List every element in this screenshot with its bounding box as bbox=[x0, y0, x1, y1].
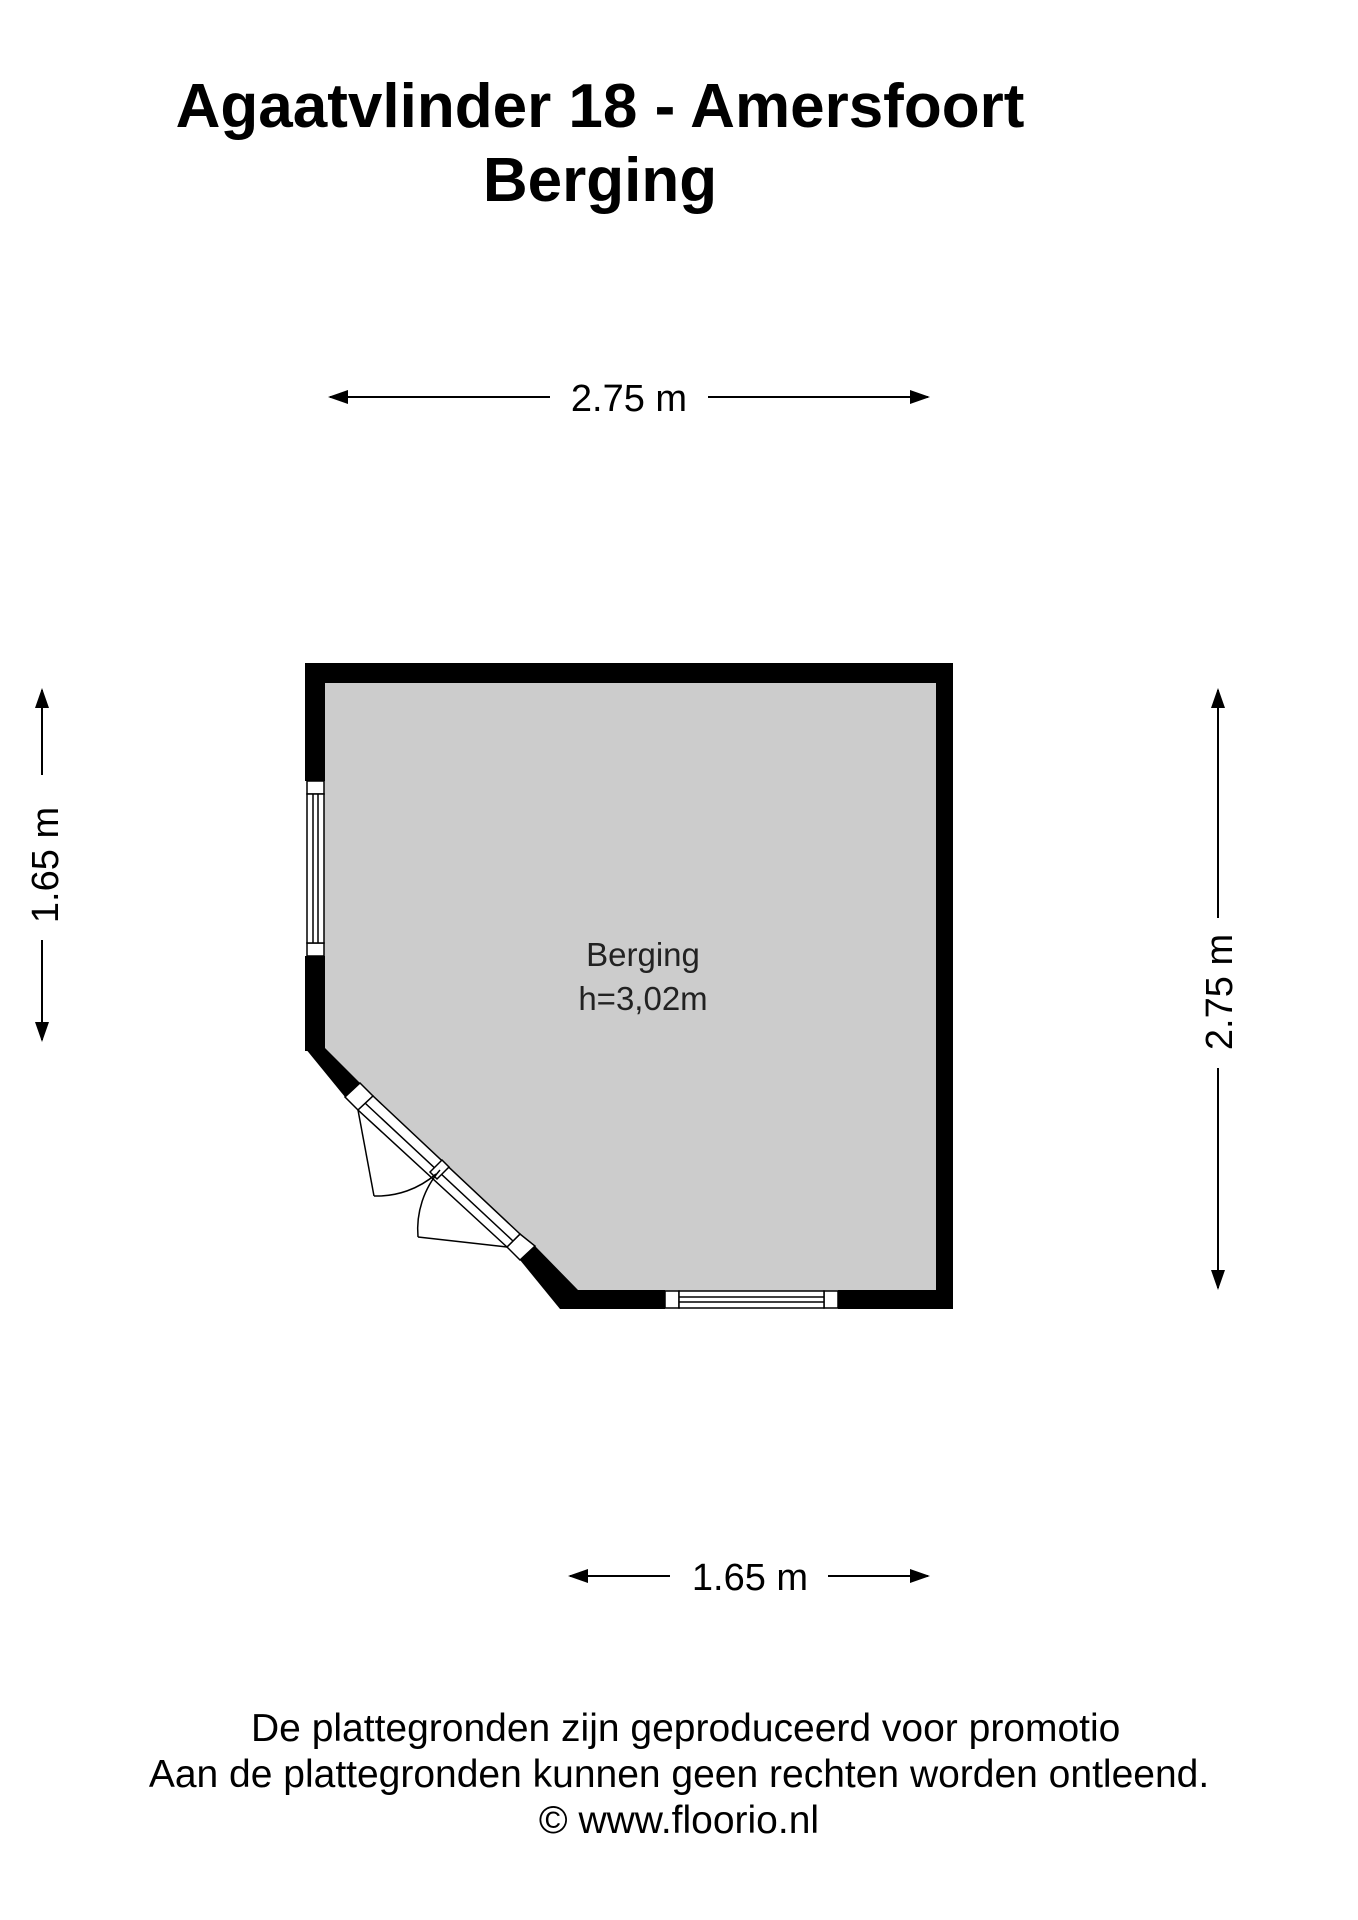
dimension-top-label: 2.75 m bbox=[571, 378, 687, 420]
window-left bbox=[306, 780, 325, 957]
dimension-right-label: 2.75 m bbox=[1199, 934, 1241, 1050]
copyright-link[interactable]: © www.floorio.nl bbox=[538, 1799, 820, 1842]
window-bottom bbox=[664, 1290, 839, 1309]
room-name: Berging bbox=[586, 936, 700, 973]
disclaimer-line-1: De plattegronden zijn geproduceerd voor … bbox=[251, 1707, 1121, 1750]
door-diagonal bbox=[343, 1081, 537, 1262]
room-floor bbox=[313, 682, 938, 1292]
walls bbox=[305, 663, 953, 1309]
dimension-bottom-label: 1.65 m bbox=[692, 1557, 808, 1599]
plan-subtitle: Berging bbox=[482, 146, 718, 215]
dimension-left-label: 1.65 m bbox=[25, 807, 67, 923]
disclaimer-line-2: Aan de plattegronden kunnen geen rechten… bbox=[148, 1753, 1210, 1796]
plan-title: Agaatvlinder 18 - Amersfoort bbox=[175, 72, 1025, 141]
room-height: h=3,02m bbox=[578, 980, 707, 1017]
